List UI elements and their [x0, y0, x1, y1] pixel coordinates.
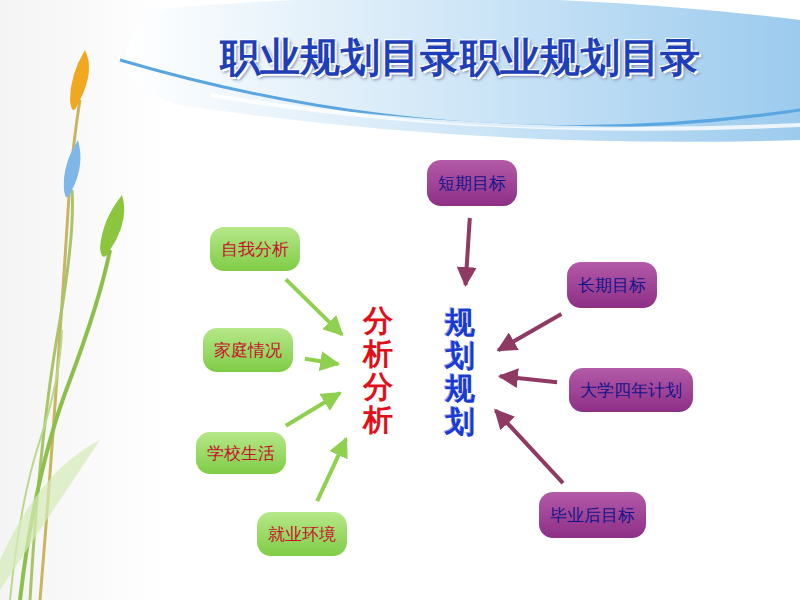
analysis-box: 家庭情况 [203, 328, 293, 372]
goal-box: 大学四年计划 [569, 368, 693, 412]
arrow-connector [500, 376, 557, 382]
node-label: 分析分析 [363, 304, 393, 436]
node-label: 就业环境 [268, 523, 336, 546]
left-panel [0, 0, 170, 600]
analysis-box: 学校生活 [196, 432, 286, 474]
arrow-connector [317, 439, 346, 501]
arrow-connector [305, 359, 338, 364]
analysis-box: 自我分析 [210, 227, 300, 271]
diagram-title: 职业规划目录职业规划目录 [200, 30, 720, 85]
swoosh-highlight [210, 95, 800, 129]
node-label: 长期目标 [578, 274, 646, 297]
analysis-box: 就业环境 [257, 512, 347, 556]
node-label: 规划规划 [445, 306, 475, 438]
goal-box: 毕业后目标 [539, 492, 646, 538]
node-label: 毕业后目标 [550, 504, 635, 527]
node-label: 学校生活 [207, 442, 275, 465]
arrow-connector [498, 314, 561, 350]
goal-box: 短期目标 [427, 160, 517, 206]
goal-box: 长期目标 [567, 262, 657, 308]
node-label: 自我分析 [221, 238, 289, 261]
arrow-connector [496, 410, 564, 483]
node-label: 短期目标 [438, 172, 506, 195]
arrow-connector [286, 279, 342, 334]
node-label: 家庭情况 [214, 339, 282, 362]
plant-illustration [0, 50, 124, 600]
center-analysis-text: 分析分析 [352, 297, 404, 443]
center-plan-text: 规划规划 [434, 299, 486, 445]
arrow-connector [466, 218, 470, 285]
node-label: 大学四年计划 [580, 379, 682, 402]
arrow-connector [286, 393, 340, 426]
